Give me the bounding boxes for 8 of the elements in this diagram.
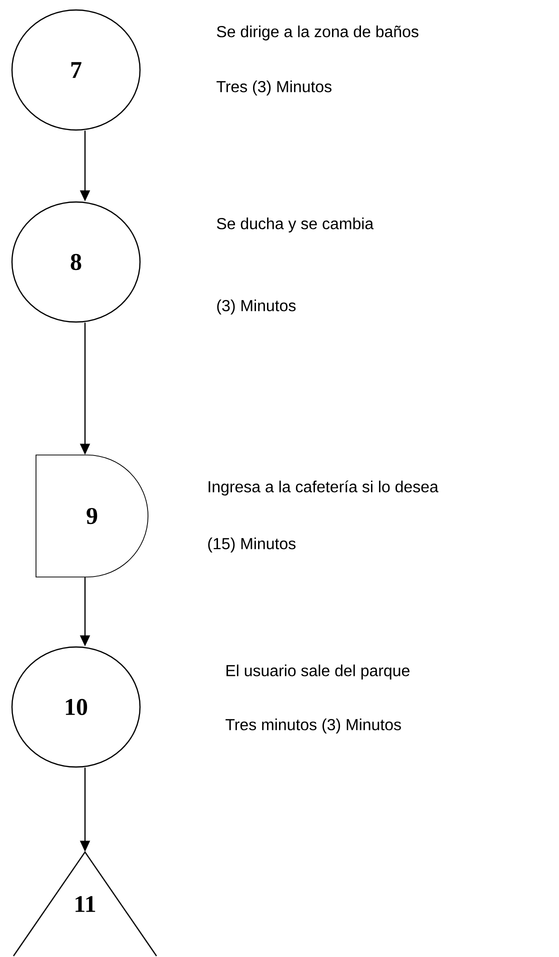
step-description: Tres (3) Minutos — [216, 80, 332, 96]
step-description: (3) Minutos — [217, 300, 296, 314]
step-description: Tres minutos (3) Minutos — [226, 718, 401, 734]
step-description: Se dirige a la zona de baños — [216, 26, 418, 40]
step-description: Ingresa a la cafetería si lo desea — [208, 480, 438, 496]
step-description: El usuario sale del parque — [226, 664, 410, 680]
step-description: (15) Minutos — [208, 538, 296, 552]
step-description: Se ducha y se cambia — [216, 218, 374, 232]
